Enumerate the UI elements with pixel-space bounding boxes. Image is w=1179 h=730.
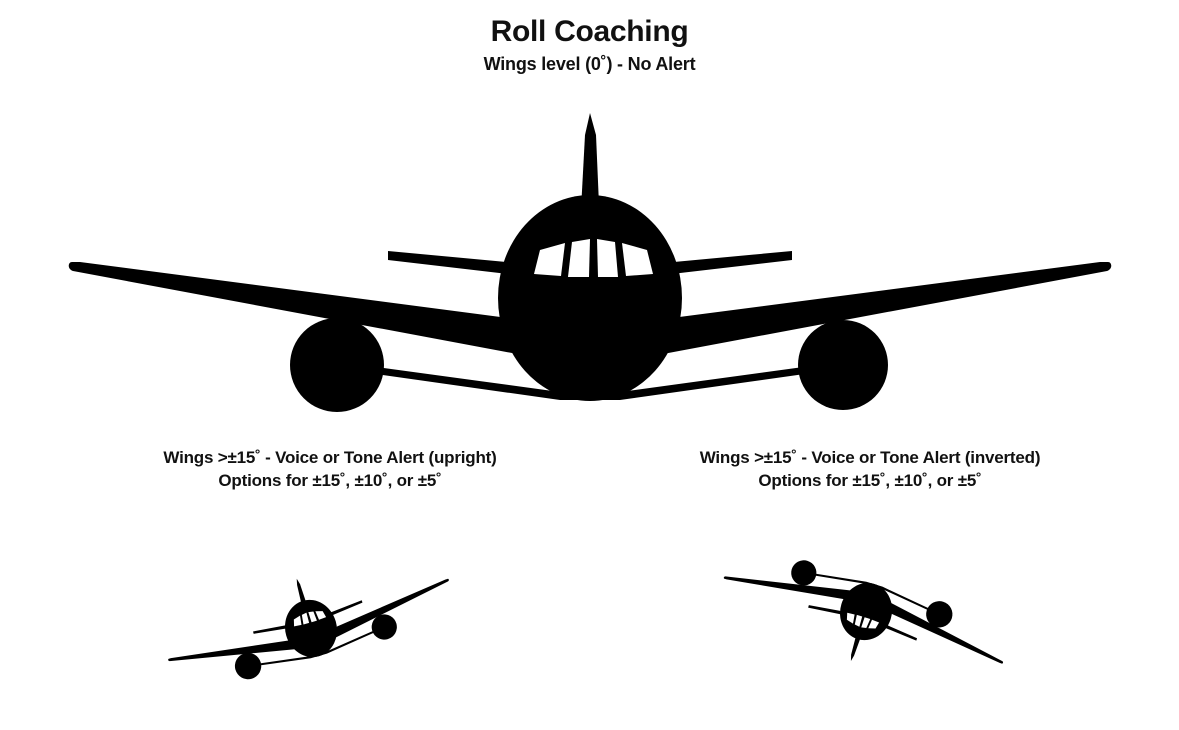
caption-banked-inverted: Wings >±15˚ - Voice or Tone Alert (inver… <box>590 447 1150 493</box>
caption-upright-line-1: Wings >±15˚ - Voice or Tone Alert (uprig… <box>163 448 497 467</box>
aircraft-banked-upright-figure <box>30 500 590 730</box>
airplane-front-view-icon <box>156 538 461 700</box>
airplane-front-view-icon <box>711 538 1015 704</box>
caption-inverted-line-1: Wings >±15˚ - Voice or Tone Alert (inver… <box>699 448 1041 467</box>
caption-banked-upright: Wings >±15˚ - Voice or Tone Alert (uprig… <box>60 447 600 493</box>
caption-inverted-line-2: Options for ±15˚, ±10˚, or ±5˚ <box>758 470 982 490</box>
aircraft-level-figure <box>40 100 1140 420</box>
page-title: Roll Coaching <box>490 15 689 48</box>
aircraft-banked-inverted-figure <box>585 500 1145 730</box>
caption-upright-line-2: Options for ±15˚, ±10˚, or ±5˚ <box>218 470 442 490</box>
page-subtitle: Wings level (0˚) - No Alert <box>483 53 696 74</box>
diagram-header: Roll Coaching Wings level (0˚) - No Aler… <box>0 16 1179 75</box>
airplane-front-view-icon <box>68 113 1112 412</box>
